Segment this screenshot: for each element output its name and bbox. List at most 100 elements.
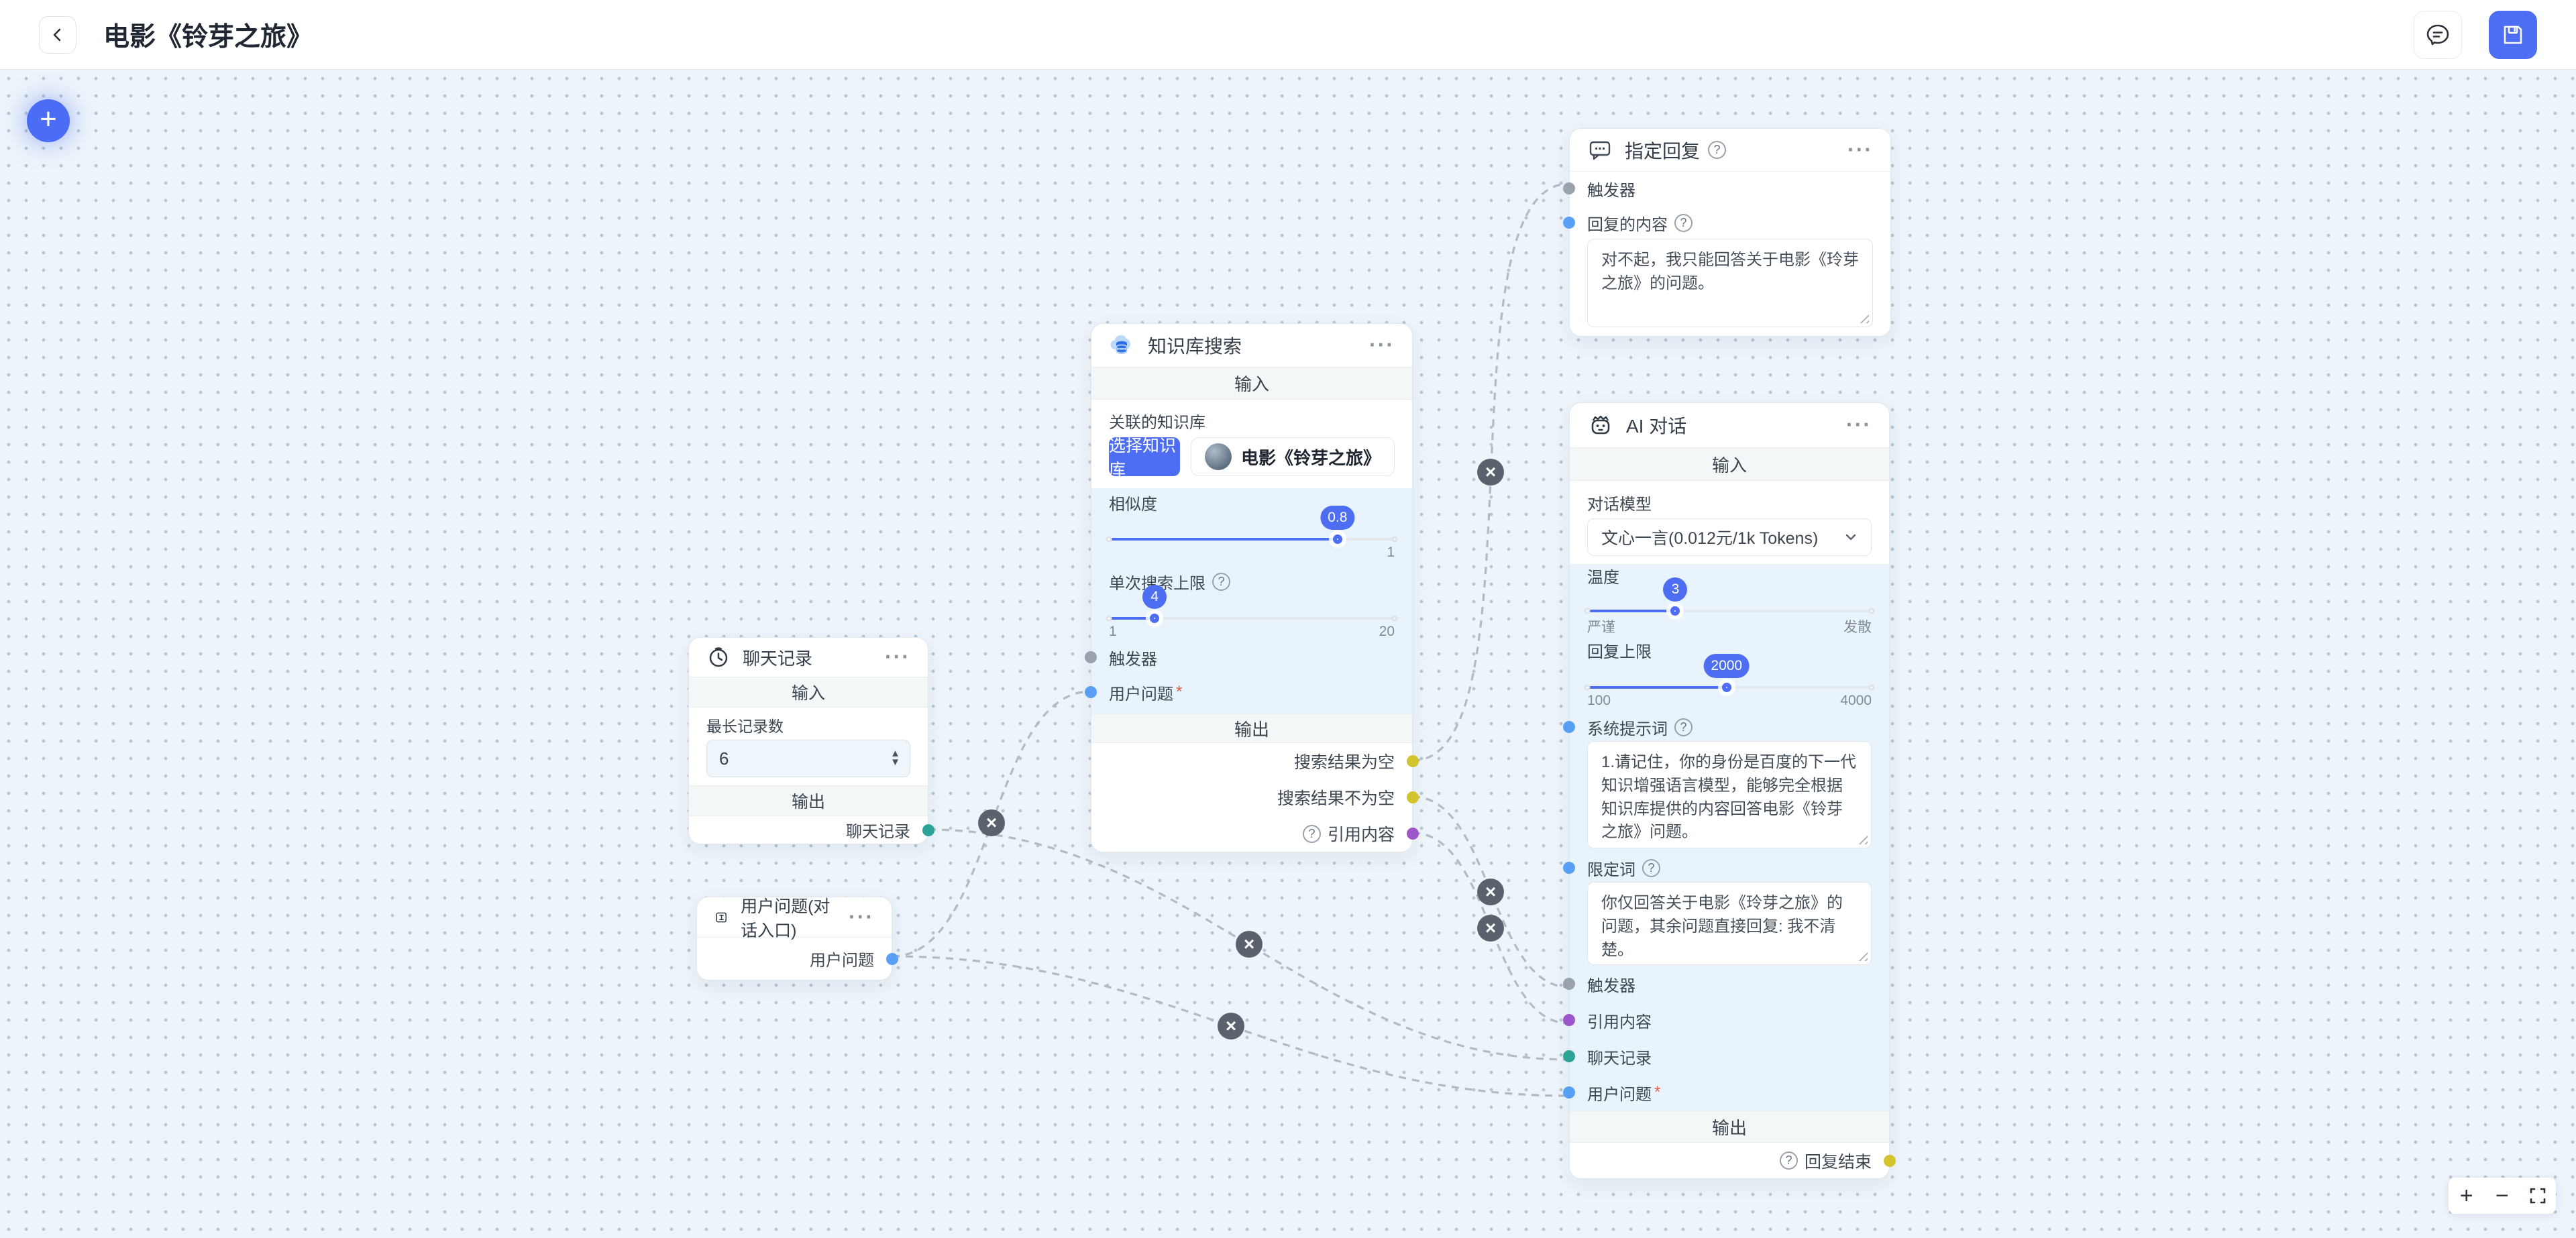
kb-chip-label: 电影《铃芽之旅》: [1240, 447, 1381, 468]
help-icon[interactable]: ?: [1779, 1151, 1798, 1170]
node-ai-chat[interactable]: AI 对话 ··· 输入 对话模型 文心一言(0.012元/1k Tokens)…: [1563, 402, 1896, 1179]
kb-chip[interactable]: 电影《铃芽之旅》: [1190, 437, 1395, 476]
node-menu-button[interactable]: ···: [1846, 412, 1872, 437]
temperature-slider[interactable]: 3: [1584, 577, 1875, 616]
node-menu-button[interactable]: ···: [1847, 137, 1873, 162]
reply-limit-label: 回复上限: [1587, 642, 1652, 661]
reply-content-textarea[interactable]: 对不起，我只能回答关于电影《玲芽之旅》的问题。: [1587, 239, 1873, 327]
temperature-value-badge: 3: [1663, 577, 1688, 602]
kb-params-section: 相似度 0.8 1 单次搜索上限 ? 4 1 20: [1085, 488, 1412, 714]
node-header[interactable]: AI 对话 ···: [1570, 403, 1889, 447]
help-icon[interactable]: ?: [1642, 858, 1660, 877]
output-section-bar: 输出: [1570, 1111, 1889, 1143]
delete-connection-button[interactable]: ×: [1477, 915, 1504, 942]
node-menu-button[interactable]: ···: [849, 904, 874, 929]
zoom-out-button[interactable]: −: [2496, 1182, 2509, 1208]
delete-connection-button[interactable]: ×: [1218, 1013, 1244, 1039]
port-row-trigger: 触发器: [1563, 966, 1889, 1002]
port-row-user-question: 用户问题 *: [1563, 1074, 1889, 1111]
reply-limit-max-label: 4000: [1840, 693, 1872, 708]
node-header[interactable]: 指定回复 ? ···: [1570, 129, 1890, 172]
input-port-user-question[interactable]: [1563, 1086, 1575, 1099]
node-chat-history[interactable]: 聊天记录 ··· 输入 最长记录数 6 ▲ ▼ 输出 聊天记录: [688, 637, 934, 844]
node-menu-button[interactable]: ···: [1369, 333, 1395, 357]
help-icon[interactable]: ?: [1674, 718, 1693, 736]
delete-connection-button[interactable]: ×: [1236, 931, 1263, 958]
reply-limit-min-label: 100: [1587, 693, 1611, 708]
top-bar: 电影《铃芽之旅》: [0, 0, 2576, 70]
reply-limit-value-badge: 2000: [1703, 654, 1750, 678]
input-port-user-question[interactable]: [1085, 686, 1097, 698]
output-port-reply-end[interactable]: [1884, 1154, 1896, 1167]
output-section-bar: 输出: [689, 785, 928, 816]
node-title: AI 对话: [1626, 416, 1687, 437]
help-icon[interactable]: ?: [1212, 572, 1230, 591]
node-header[interactable]: 知识库搜索 ···: [1091, 324, 1412, 367]
port-row-result-empty: 搜索结果为空: [1091, 743, 1419, 779]
output-label: 引用内容: [1327, 826, 1395, 844]
search-limit-slider[interactable]: 4: [1106, 585, 1398, 623]
node-user-question[interactable]: 用户问题(对话入口) ··· 用户问题: [696, 897, 898, 980]
debug-chat-button[interactable]: [2414, 11, 2462, 59]
similarity-slider[interactable]: 0.8: [1106, 506, 1398, 544]
max-records-label: 最长记录数: [706, 718, 784, 735]
port-row-reference: ? 引用内容: [1091, 815, 1419, 852]
port-row-result-not-empty: 搜索结果不为空: [1091, 779, 1419, 815]
back-button[interactable]: [39, 15, 76, 54]
node-menu-button[interactable]: ···: [885, 644, 910, 669]
output-label: 聊天记录: [846, 823, 910, 841]
output-port-result-empty[interactable]: [1407, 755, 1419, 767]
required-marker: *: [1654, 1083, 1661, 1101]
port-row-system-prompt: 系统提示词 ?: [1563, 716, 1889, 738]
help-icon[interactable]: ?: [1302, 824, 1321, 843]
port-label: 触发器: [1587, 181, 1635, 200]
input-port-reply-content[interactable]: [1563, 217, 1575, 229]
node-kb-search[interactable]: 知识库搜索 ··· 输入 关联的知识库 选择知识库 电影《铃芽之旅》 相似度 0…: [1085, 323, 1419, 852]
select-kb-button[interactable]: 选择知识库: [1109, 437, 1180, 480]
qualifier-textarea[interactable]: 你仅回答关于电影《玲芽之旅》的问题，其余问题直接回复: 我不清楚。: [1587, 882, 1872, 965]
delete-connection-button[interactable]: ×: [1477, 879, 1504, 905]
output-port-chat-history[interactable]: [922, 824, 934, 836]
zoom-in-button[interactable]: +: [2459, 1182, 2473, 1208]
temperature-max-label: 发散: [1843, 620, 1872, 635]
node-header[interactable]: 聊天记录 ···: [689, 638, 928, 677]
input-port-chat-history[interactable]: [1563, 1050, 1575, 1062]
input-port-trigger[interactable]: [1563, 182, 1575, 194]
reply-limit-slider[interactable]: 2000: [1584, 654, 1875, 692]
reply-limit-slider-thumb[interactable]: [1721, 683, 1731, 692]
floppy-disk-icon: [2504, 25, 2522, 44]
similarity-value-badge: 0.8: [1320, 506, 1355, 530]
temperature-label: 温度: [1587, 568, 1619, 587]
similarity-label: 相似度: [1109, 495, 1157, 514]
similarity-slider-thumb[interactable]: [1332, 534, 1342, 544]
node-header[interactable]: 用户问题(对话入口) ···: [697, 897, 892, 940]
delete-connection-button[interactable]: ×: [978, 809, 1005, 836]
fit-view-button[interactable]: [2523, 1178, 2553, 1214]
model-select[interactable]: 文心一言(0.012元/1k Tokens): [1587, 518, 1872, 556]
clock-icon: [709, 647, 728, 667]
system-prompt-textarea[interactable]: 1.请记住，你的身份是百度的下一代知识增强语言模型，能够完全根据知识库提供的内容…: [1587, 741, 1872, 848]
input-section-bar: 输入: [689, 677, 928, 708]
input-port-trigger[interactable]: [1085, 651, 1097, 663]
stepper-down-icon[interactable]: ▼: [890, 756, 900, 768]
save-button[interactable]: [2489, 11, 2537, 59]
input-port-trigger[interactable]: [1563, 978, 1575, 990]
help-icon[interactable]: ?: [1674, 213, 1693, 232]
input-port-qualifier[interactable]: [1563, 862, 1575, 874]
port-row-chat-history-out: 聊天记录: [689, 816, 934, 844]
temperature-slider-thumb[interactable]: [1670, 606, 1680, 616]
search-limit-slider-thumb[interactable]: [1150, 614, 1160, 623]
input-port-reference[interactable]: [1563, 1014, 1575, 1026]
node-reply[interactable]: 指定回复 ? ··· 触发器 回复的内容 ? 对不起，我只能回答关于电影《玲芽之…: [1563, 128, 1891, 337]
add-node-button[interactable]: +: [27, 99, 70, 142]
number-stepper[interactable]: ▲ ▼: [890, 748, 900, 768]
robot-icon: [1591, 415, 1610, 435]
help-icon[interactable]: ?: [1708, 141, 1727, 159]
delete-connection-button[interactable]: ×: [1477, 459, 1504, 486]
flow-canvas[interactable]: + × × × × × × 指定回复 ? ··· 触发器 回复的内容 ? 对不起…: [0, 70, 2576, 1238]
max-records-input[interactable]: 6 ▲ ▼: [706, 740, 910, 777]
output-port-reference[interactable]: [1407, 828, 1419, 840]
output-port-user-question[interactable]: [886, 952, 898, 965]
output-port-result-not-empty[interactable]: [1407, 791, 1419, 803]
input-port-system-prompt[interactable]: [1563, 721, 1575, 733]
